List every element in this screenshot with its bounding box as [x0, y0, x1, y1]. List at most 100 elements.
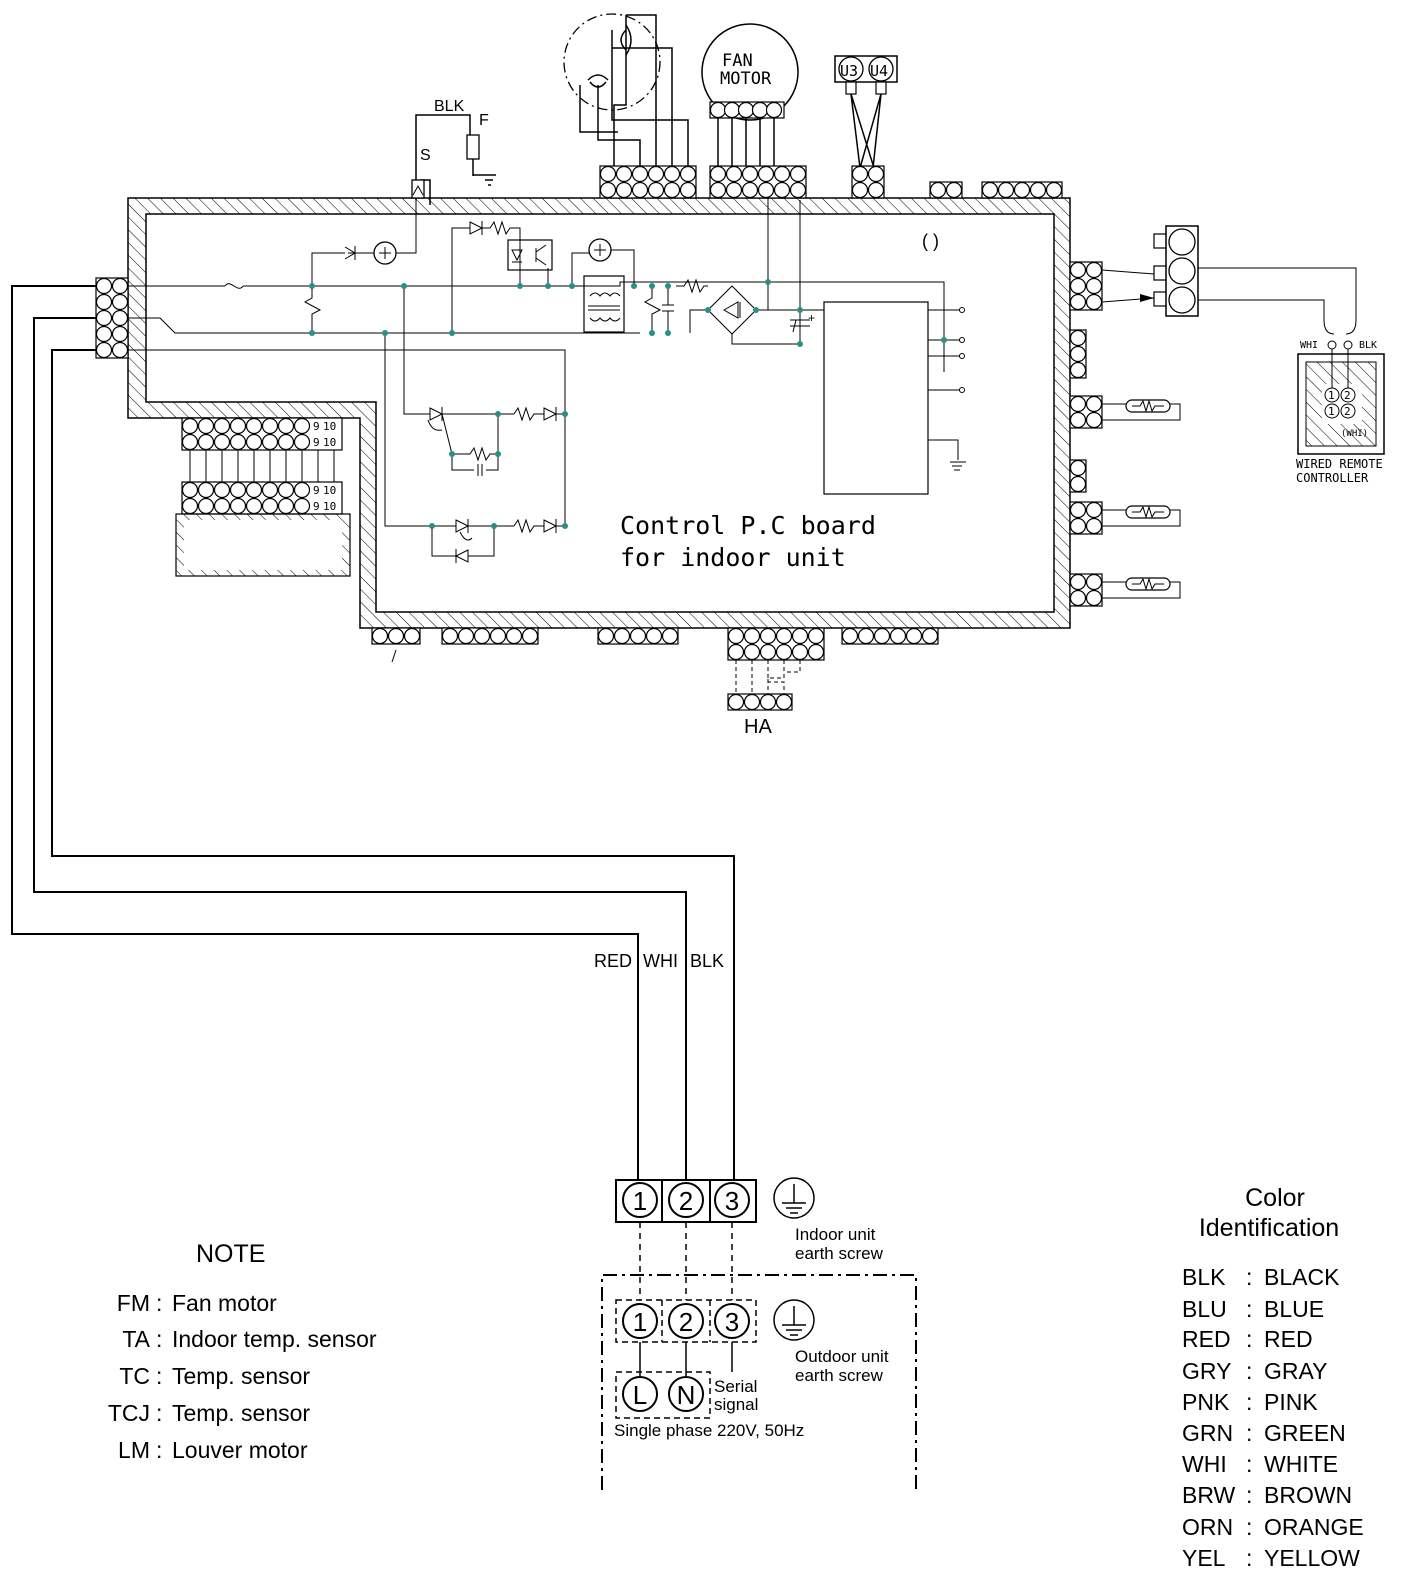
serial-label-1: Serial: [714, 1377, 757, 1396]
connector-fan: [709, 165, 807, 199]
color-name: RED: [1264, 1326, 1313, 1352]
u4-label: U4: [870, 62, 888, 80]
svg-text::: :: [1246, 1451, 1252, 1477]
color-name: BROWN: [1264, 1482, 1352, 1508]
color-name: PINK: [1264, 1389, 1318, 1415]
svg-text::: :: [1246, 1296, 1252, 1322]
connector-louver: [599, 165, 697, 199]
svg-text:9: 9: [313, 484, 320, 497]
svg-text::: :: [1246, 1482, 1252, 1508]
note-sep: :: [156, 1326, 162, 1352]
color-identification: Color Identification BLK:BLACK BLU:BLUE …: [1182, 1184, 1364, 1571]
color-code: BLU: [1182, 1296, 1227, 1322]
svg-text:9: 9: [313, 420, 320, 433]
outdoor-earth-icon: [773, 1299, 815, 1341]
outdoor-earth-label-2: earth screw: [795, 1366, 884, 1385]
remote-name-1: WIRED REMOTE: [1296, 457, 1383, 471]
svg-text:1: 1: [1328, 389, 1335, 402]
outdoor-pin-n: N: [677, 1380, 696, 1410]
fan-motor-label-2: MOTOR: [720, 69, 772, 89]
indoor-terminal-block: 1 2 3 Indoor unit earth screw: [615, 1177, 884, 1263]
note-sep: :: [156, 1363, 162, 1389]
wire-label-red: RED: [594, 951, 632, 971]
outdoor-unit: 1 2 3 Outdoor unit earth screw L N Seria…: [601, 1274, 917, 1490]
color-name: BLACK: [1264, 1264, 1340, 1290]
outdoor-pin-3: 3: [725, 1307, 739, 1337]
note-sep: :: [156, 1290, 162, 1316]
indoor-pin-2: 2: [679, 1186, 693, 1216]
fan-motor: FAN MOTOR: [701, 23, 799, 168]
svg-text:10: 10: [323, 500, 336, 513]
color-code: YEL: [1182, 1545, 1226, 1571]
u3-u4-connector: U3 U4: [834, 55, 898, 169]
note-sep: :: [156, 1437, 162, 1463]
remote-whi-label: WHI: [1300, 340, 1318, 351]
note-title: NOTE: [196, 1240, 265, 1268]
serial-label-2: signal: [714, 1395, 758, 1414]
f-label: F: [479, 112, 489, 129]
indoor-earth-label-2: earth screw: [795, 1244, 884, 1263]
svg-text:10: 10: [323, 436, 336, 449]
right-edge-connectors: [1069, 261, 1103, 607]
note-desc: Fan motor: [172, 1290, 277, 1316]
remote-name-2: CONTROLLER: [1296, 471, 1369, 485]
svg-text::: :: [1246, 1514, 1252, 1540]
supply-label: Single phase 220V, 50Hz: [614, 1421, 804, 1440]
svg-text:2: 2: [1344, 405, 1351, 418]
connector-spare-1: [929, 181, 963, 199]
svg-text:2: 2: [1344, 389, 1351, 402]
remote-blk-label: BLK: [1359, 340, 1377, 351]
color-code: GRY: [1182, 1358, 1231, 1384]
note-code: TA: [122, 1326, 150, 1352]
svg-text:9: 9: [313, 500, 320, 513]
color-name: GREEN: [1264, 1420, 1346, 1446]
indoor-earth-label-1: Indoor unit: [795, 1225, 876, 1244]
top-edge-connectors: [599, 165, 1063, 199]
svg-text:1: 1: [1328, 405, 1335, 418]
connector-spare-2: [981, 181, 1063, 199]
color-name: ORANGE: [1264, 1514, 1364, 1540]
wire-label-whi: WHI: [643, 951, 678, 971]
bottom-edge-connectors: [371, 627, 939, 663]
temp-sensors: [1102, 399, 1181, 599]
svg-text:9: 9: [313, 436, 320, 449]
ha-label: HA: [744, 716, 772, 738]
indoor-earth-icon: [773, 1177, 815, 1219]
fan-motor-connector: [709, 101, 785, 119]
blk-label: BLK: [434, 98, 465, 115]
svg-text::: :: [1246, 1389, 1252, 1415]
ha-connector: HA: [727, 660, 801, 738]
svg-text:10: 10: [323, 484, 336, 497]
outdoor-pin-l: L: [633, 1380, 647, 1410]
note-code: FM: [117, 1290, 150, 1316]
color-id-title-2: Identification: [1199, 1214, 1339, 1242]
color-name: YELLOW: [1264, 1545, 1360, 1571]
pcb-circuit: +: [128, 198, 966, 563]
color-name: GRAY: [1264, 1358, 1327, 1384]
float-switch: BLK F S: [411, 98, 496, 205]
color-code: PNK: [1182, 1389, 1230, 1415]
wire-label-blk: BLK: [690, 951, 724, 971]
note-code: LM: [118, 1437, 150, 1463]
svg-text::: :: [1246, 1420, 1252, 1446]
outdoor-earth-label-1: Outdoor unit: [795, 1347, 889, 1366]
u3-label: U3: [840, 62, 858, 80]
color-id-title-1: Color: [1245, 1184, 1305, 1212]
fan-motor-label-1: FAN: [722, 51, 753, 71]
note-desc: Temp. sensor: [172, 1400, 310, 1426]
note-legend: NOTE FM : Fan motor TA : Indoor temp. se…: [108, 1240, 377, 1463]
paren-label: ( ): [922, 231, 939, 251]
terminal-links: [639, 1222, 733, 1300]
remote-color-label: (WHI): [1341, 429, 1368, 439]
pcb-board: [127, 197, 1071, 629]
color-code: BRW: [1182, 1482, 1236, 1508]
outdoor-pin-1: 1: [633, 1307, 647, 1337]
note-sep: :: [156, 1400, 162, 1426]
s-label: S: [420, 147, 431, 164]
louver-motor: [563, 13, 689, 166]
svg-text:10: 10: [323, 420, 336, 433]
note-desc: Temp. sensor: [172, 1363, 310, 1389]
